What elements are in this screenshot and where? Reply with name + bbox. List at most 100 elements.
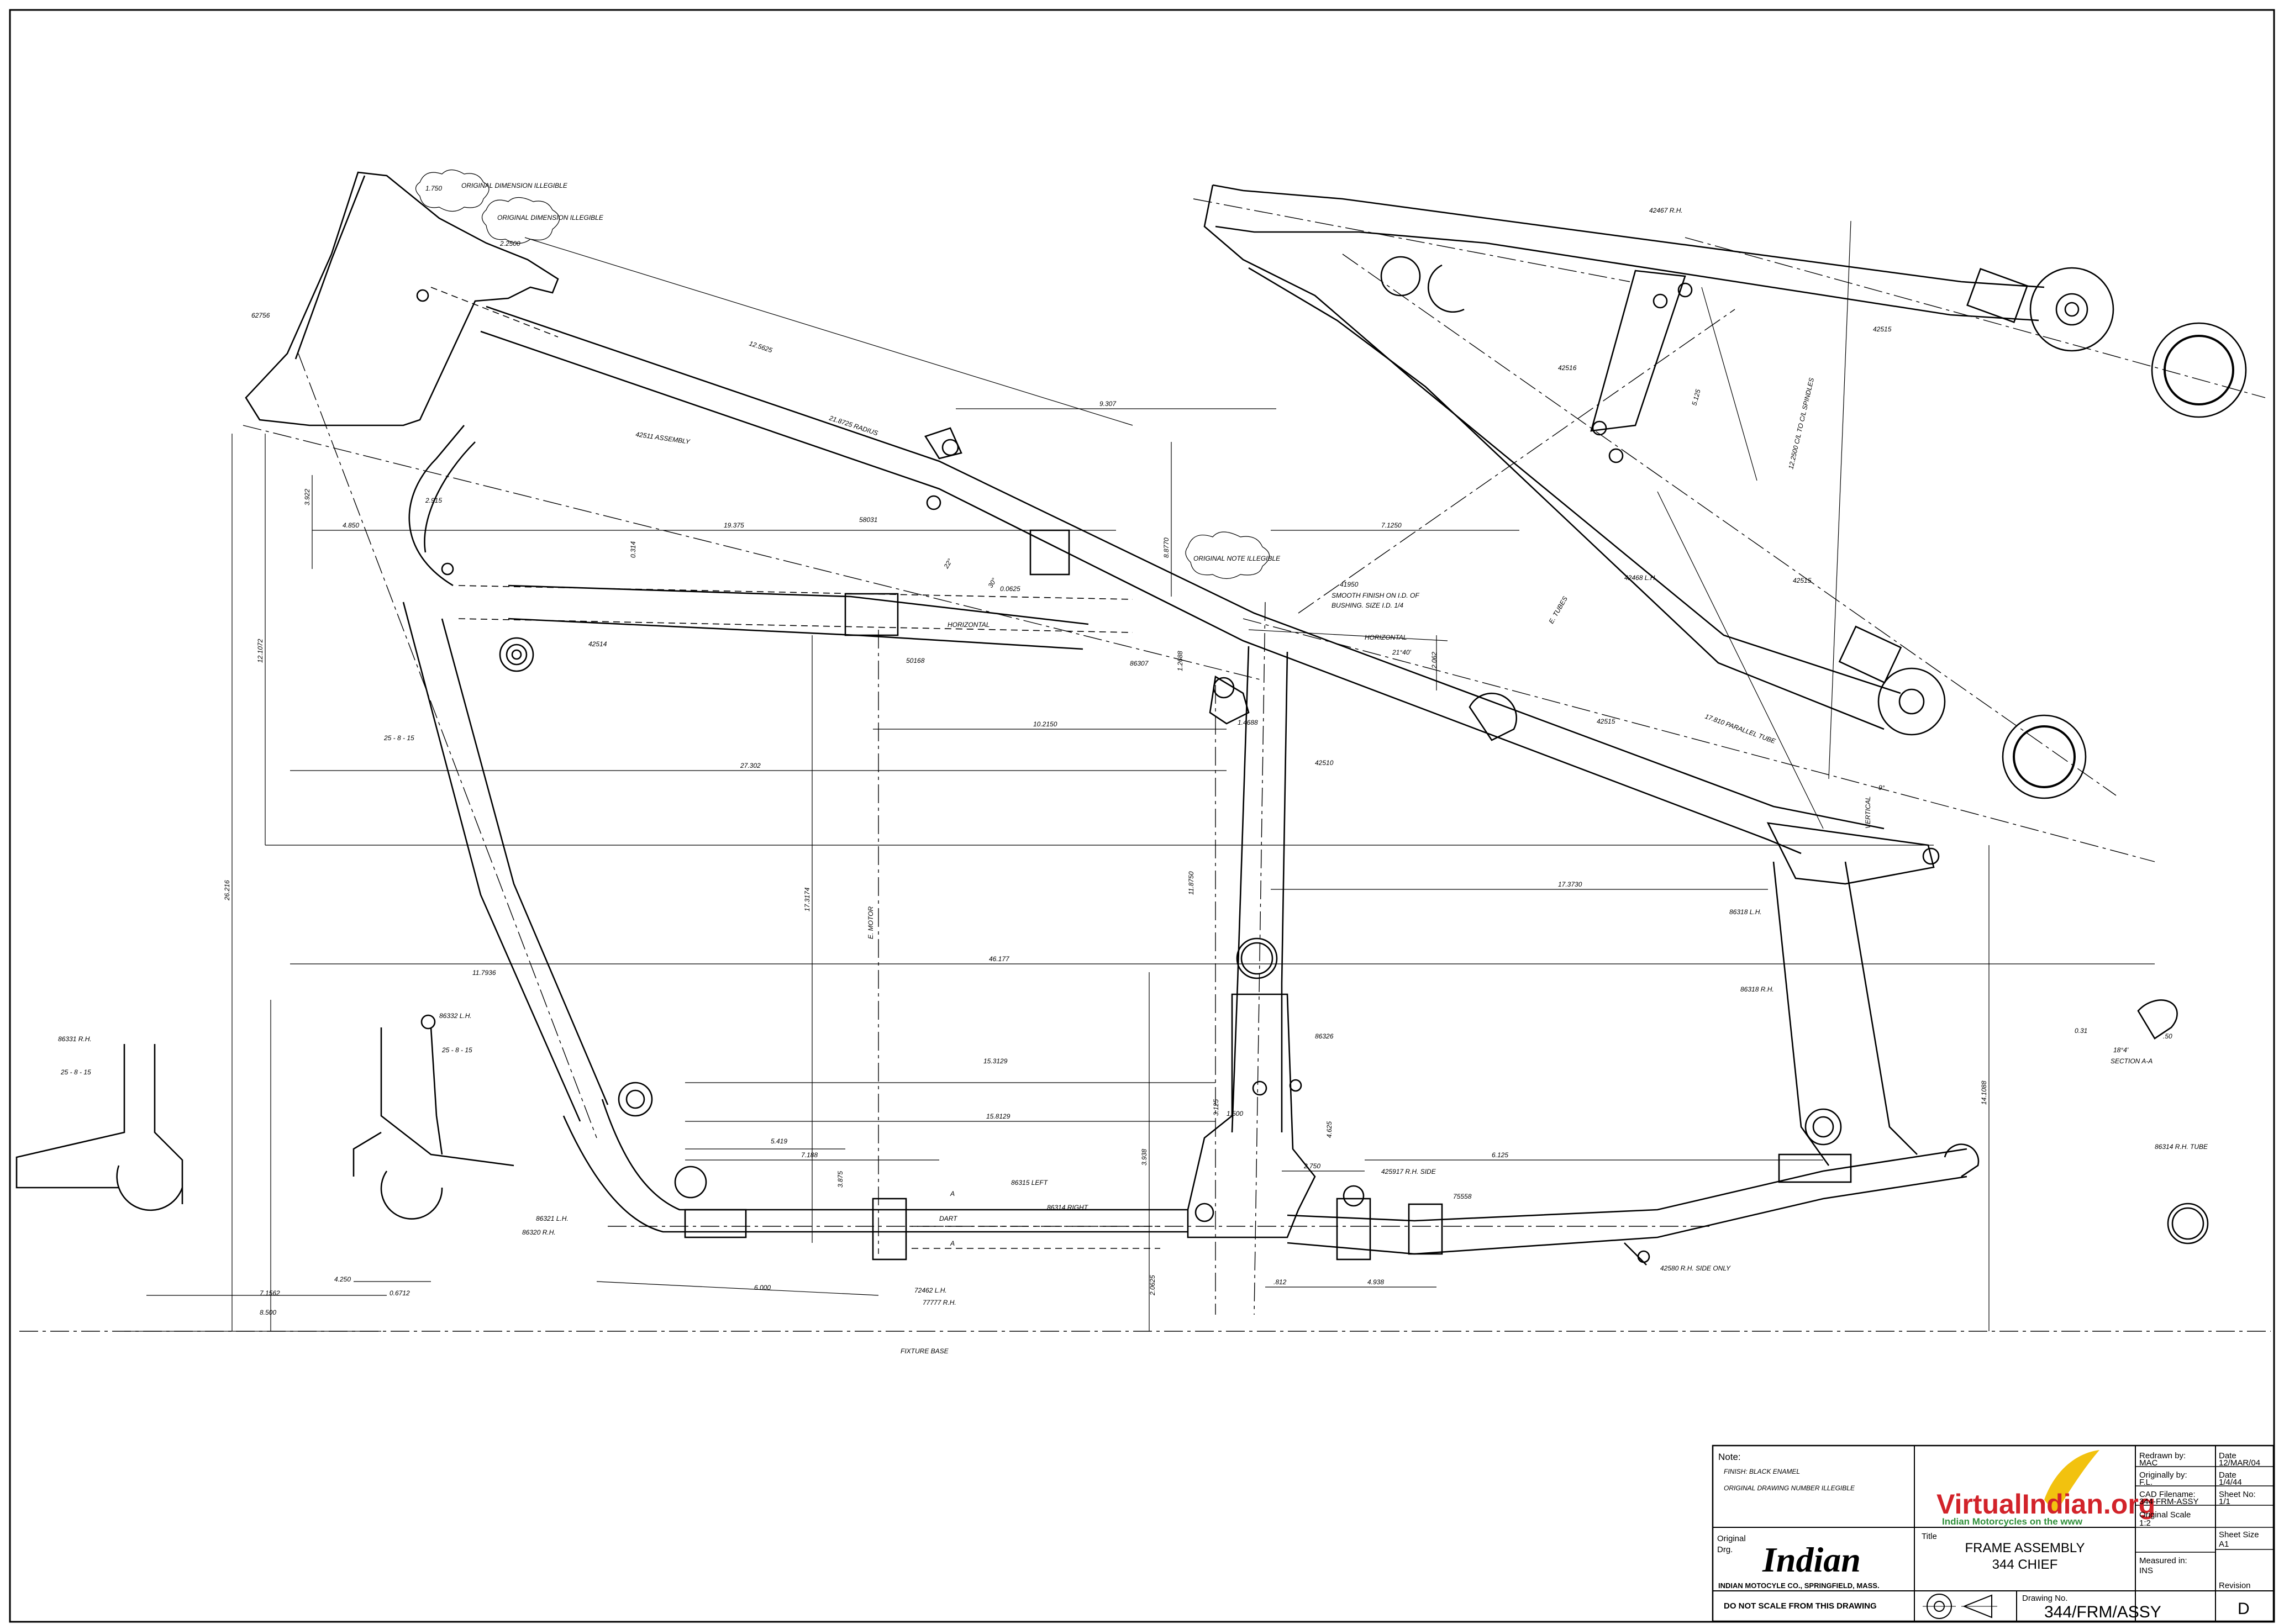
dim-118750: 11.8750 — [1187, 871, 1195, 895]
dim-2062: 2.062 — [1430, 652, 1438, 669]
main-frame-view — [19, 171, 2271, 1332]
notes-heading: Note: — [1718, 1452, 1741, 1462]
cad-value: 344-FRM-ASSY — [2139, 1497, 2199, 1506]
dim-3125: 3.125 — [1212, 1099, 1220, 1116]
label-41950: 41950 — [1340, 581, 1359, 588]
label-86314-tube: 86314 R.H. TUBE — [2155, 1143, 2208, 1151]
label-77777: 77777 R.H. — [923, 1299, 956, 1306]
dim-812: .812 — [1273, 1278, 1287, 1286]
title-line-2: 344 CHIEF — [1992, 1557, 2058, 1572]
dim-2750: 2.750 — [1303, 1162, 1320, 1170]
label-72462: 72462 L.H. — [914, 1286, 947, 1294]
note-drawing-number: ORIGINAL DRAWING NUMBER ILLEGIBLE — [1724, 1484, 1855, 1492]
label-58031: 58031 — [859, 516, 877, 524]
dim-9deg: 9° — [1878, 784, 1885, 792]
label-62756: 62756 — [251, 312, 270, 319]
title-line-1: FRAME ASSEMBLY — [1965, 1541, 2085, 1556]
label-motor: E. MOTOR — [867, 906, 875, 939]
dim-angle: 21°40' — [1392, 648, 1411, 656]
label-86331: 86331 R.H. — [58, 1035, 92, 1043]
dim-4938: 4.938 — [1367, 1278, 1384, 1286]
label-42515-a: 42515 — [1597, 718, 1615, 725]
label-fixture-base: FIXTURE BASE — [901, 1347, 949, 1355]
dim-1750: 1.750 — [425, 184, 442, 192]
sheet-border — [9, 9, 2275, 1623]
label-42515-c: 42515 — [1873, 325, 1892, 333]
label-42516: 42516 — [1558, 364, 1577, 372]
maker-name: INDIAN MOTOCYLE CO., SPRINGFIELD, MASS. — [1718, 1581, 1880, 1590]
dim-153129: 15.3129 — [983, 1057, 1008, 1065]
dim-3922: 3.922 — [303, 489, 311, 505]
dim-031: 0.31 — [2075, 1027, 2087, 1035]
dim-4250: 4.250 — [334, 1275, 351, 1283]
cloud-dimension-2: ORIGINAL DIMENSION ILLEGIBLE — [497, 214, 604, 222]
measured-label: Measured in: — [2139, 1556, 2187, 1565]
sheet-size-label: Sheet Size — [2219, 1530, 2259, 1539]
dim-12688: 1.2688 — [1176, 651, 1184, 671]
sheet-no-value: 1/1 — [2219, 1497, 2230, 1506]
dim-weld-1: 25 - 8 - 15 — [383, 734, 414, 742]
originally-value: F.L. — [2139, 1478, 2153, 1487]
label-86315: 86315 LEFT — [1011, 1179, 1049, 1187]
dim-2250: 2.2500 — [499, 240, 520, 247]
label-dart: DART — [939, 1215, 958, 1222]
dim-7125: 7.1250 — [1381, 521, 1402, 529]
dim-06712: 0.6712 — [390, 1289, 410, 1297]
dim-8877: 8.8770 — [1162, 537, 1170, 558]
scale-label: Original Scale — [2139, 1510, 2191, 1520]
label-42467: 42467 R.H. — [1649, 207, 1683, 214]
label-horizontal-1: HORIZONTAL — [948, 621, 990, 629]
date1-label: Date — [2219, 1451, 2236, 1460]
label-425917: 425917 R.H. SIDE — [1381, 1168, 1436, 1175]
label-86318-lh: 86318 L.H. — [1729, 908, 1762, 916]
title-label: Title — [1922, 1532, 1937, 1541]
dim-173174: 17.3174 — [803, 887, 811, 911]
dim-14688: 1.4688 — [1238, 719, 1258, 726]
label-86318-rh: 86318 R.H. — [1740, 985, 1774, 993]
original-label-2: Drg. — [1717, 1545, 1733, 1554]
label-42514: 42514 — [588, 640, 607, 648]
label-horizontal-2: HORIZONTAL — [1365, 634, 1407, 641]
sheet-no-label: Sheet No: — [2219, 1490, 2256, 1499]
dim-9307: 9.307 — [1099, 400, 1117, 408]
label-86326: 86326 — [1315, 1032, 1334, 1040]
dim-weld-2: 25 - 8 - 15 — [60, 1068, 91, 1076]
redrawn-label: Redrawn by: — [2139, 1451, 2186, 1460]
logo-tagline: Indian Motorcycles on the www — [1942, 1516, 2083, 1527]
date2-label: Date — [2219, 1470, 2236, 1480]
date2-value: 1/4/44 — [2219, 1478, 2242, 1487]
measured-value: INS — [2139, 1566, 2153, 1575]
revision-label: Revision — [2219, 1581, 2251, 1590]
date1-value: 12/MAR/04 — [2219, 1458, 2260, 1468]
dim-6125: 6.125 — [1492, 1151, 1508, 1159]
label-section-a-2: A — [950, 1240, 955, 1247]
illegible-clouds: ORIGINAL DIMENSION ILLEGIBLE ORIGINAL DI… — [415, 169, 1281, 579]
dim-6000: 6.000 — [754, 1284, 771, 1291]
label-section-a-1: A — [950, 1190, 955, 1198]
sheet-size-value: A1 — [2219, 1539, 2229, 1549]
scale-value: 1:2 — [2139, 1518, 2151, 1528]
indian-script-logo: Indian — [1762, 1540, 1861, 1579]
dim-4625: 4.625 — [1325, 1121, 1333, 1138]
title-block: Note: FINISH: BLACK ENAMEL ORIGINAL DRAW… — [1712, 1444, 2275, 1622]
rear-fork-view — [1193, 184, 2266, 799]
label-42580: 42580 R.H. SIDE ONLY — [1660, 1264, 1731, 1272]
dim-102150: 10.2150 — [1033, 720, 1057, 728]
dim-4850: 4.850 — [343, 521, 359, 529]
label-86321: 86321 L.H. — [536, 1215, 569, 1222]
logo-text: VirtualIndian.org — [1936, 1489, 2155, 1520]
label-86332: 86332 L.H. — [439, 1012, 472, 1020]
dim-3938: 3.938 — [1140, 1149, 1148, 1166]
label-section-aa: SECTION A-A — [2111, 1057, 2153, 1065]
dim-141088: 14.1088 — [1980, 1080, 1988, 1105]
label-42510: 42510 — [1315, 759, 1334, 767]
dim-angle-section: 18°4' — [2113, 1046, 2129, 1054]
label-86320: 86320 R.H. — [522, 1228, 556, 1236]
dim-19375: 19.375 — [724, 521, 744, 529]
dim-2915: 2.915 — [425, 497, 442, 504]
do-not-scale-warning: DO NOT SCALE FROM THIS DRAWING — [1724, 1601, 1877, 1611]
dim-71562: 7.1562 — [260, 1289, 280, 1297]
dim-20625: 2.0625 — [1149, 1275, 1156, 1296]
drawing-no: 344/FRM/ASSY — [2044, 1603, 2161, 1621]
